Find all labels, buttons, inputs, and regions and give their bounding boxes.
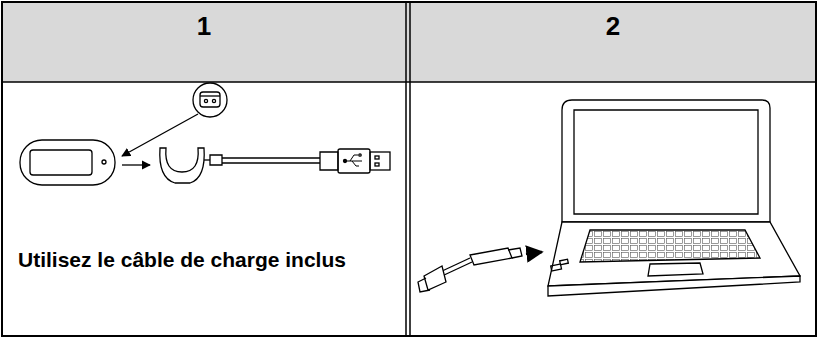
column-number: 2 — [410, 10, 816, 44]
row-divider — [2, 81, 816, 83]
column-number: 1 — [2, 10, 406, 44]
column-divider — [409, 2, 411, 336]
column-divider — [405, 2, 407, 336]
plug-arrow — [526, 252, 542, 254]
header-band — [2, 2, 816, 82]
instruction-text: Utilisez le câble de charge inclus — [18, 246, 390, 273]
tracker-cable-figure — [20, 83, 390, 185]
laptop-figure — [418, 100, 800, 296]
